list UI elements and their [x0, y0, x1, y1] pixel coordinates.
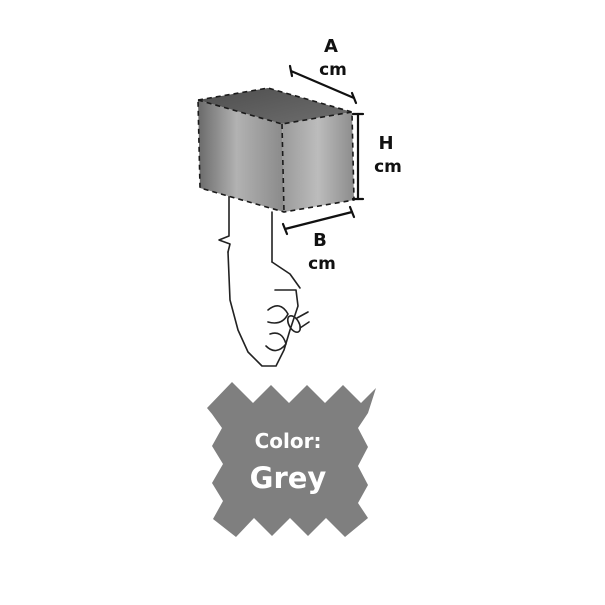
dimension-h-unit: cm — [374, 157, 402, 177]
dimension-a-unit: cm — [319, 60, 347, 80]
dimension-a-line — [288, 64, 358, 105]
outboard-engine-leg — [218, 195, 310, 367]
color-badge: Color: Grey — [207, 382, 376, 537]
dimension-h-label: H cm — [374, 133, 402, 177]
dimension-b-line — [281, 205, 356, 236]
dimension-a-letter: A — [324, 36, 338, 57]
dimension-b-unit: cm — [308, 254, 336, 274]
dimension-h-line — [351, 112, 365, 201]
cover-top-face — [198, 88, 352, 124]
dimension-b-letter: B — [313, 230, 327, 251]
cover-box — [197, 87, 355, 213]
dimension-h-letter: H — [378, 133, 393, 154]
color-badge-label: Color: — [255, 429, 322, 453]
dimension-a-label: A cm — [319, 36, 347, 80]
dimension-lines — [281, 64, 365, 236]
dimension-b-label: B cm — [308, 230, 336, 274]
cover-side-face — [282, 112, 354, 212]
cover-front-face — [198, 100, 284, 212]
color-badge-value: Grey — [250, 461, 327, 495]
color-badge-shape — [207, 382, 376, 537]
